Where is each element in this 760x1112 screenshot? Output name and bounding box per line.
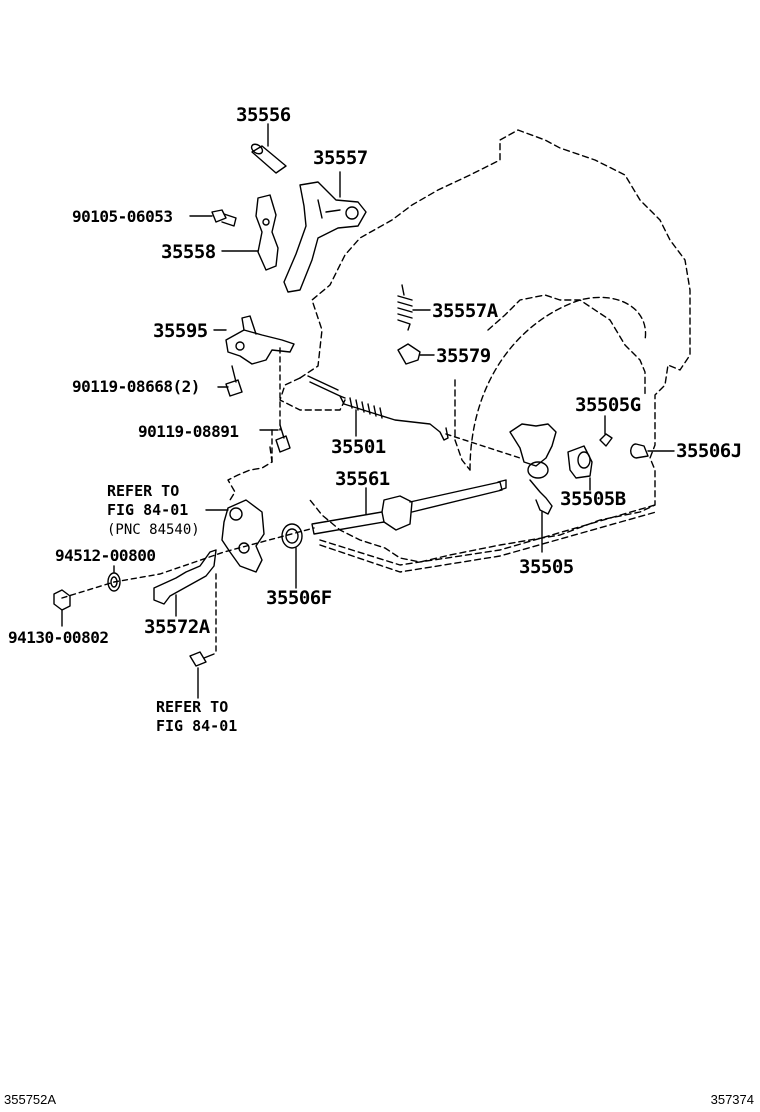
bolt-switch-mount [189,651,215,667]
seal-35506F [281,523,303,549]
alignment-line-shaft [61,527,315,599]
alignment-line-rod [445,433,521,459]
label-35558: 35558 [161,241,216,263]
nut-94130-00802 [53,589,71,611]
case-flange-mid [279,377,346,411]
label-35557: 35557 [313,147,368,169]
case-inner-contour [487,294,646,396]
key-35505G [599,433,613,447]
lever-35572A [153,549,217,605]
bolt-90119-08668 [225,365,243,397]
footer-right-code: 357374 [710,1092,754,1107]
bolt-90119-08891 [275,424,291,453]
pin-35556 [250,143,287,174]
refer-note-1-line1: REFER TO [107,482,180,500]
label-35506J: 35506J [676,440,742,462]
footer-left-code: 355752A [4,1092,57,1107]
refer-note-2-line2: FIG 84-01 [156,717,238,735]
refer-note-1-line3: (PNC 84540) [107,522,200,538]
label-35501: 35501 [331,436,386,458]
bolt-90105-06053 [211,209,237,227]
refer-note-2-line1: REFER TO [156,698,229,716]
plate-35558 [255,194,279,271]
label-94130-00802: 94130-00802 [8,628,109,647]
bell-housing-outline [469,296,647,471]
label-35506F: 35506F [266,587,332,609]
label-35561: 35561 [335,468,390,490]
label-90105-06053: 90105-06053 [72,207,173,226]
transmission-case-outline [299,129,691,563]
label-35556: 35556 [236,104,291,126]
label-35505G: 35505G [575,394,641,416]
clip-35506J [630,443,649,459]
neutral-start-switch [221,499,265,573]
pin-35579 [397,343,435,365]
label-35557A: 35557A [432,300,498,322]
case-bottom-edge [319,504,657,573]
bracket-35595 [225,315,295,365]
shaft-35561 [311,479,507,535]
case-flange-left [227,446,273,501]
label-35579: 35579 [436,345,491,367]
label-90119-08891: 90119-08891 [138,422,239,441]
label-94512-00800: 94512-00800 [55,546,156,565]
label-35595: 35595 [153,320,208,342]
valve-lever-35505 [509,423,557,515]
rod-35501 [307,375,449,441]
label-35572A: 35572A [144,616,210,638]
bushing-35505B [567,445,593,479]
label-35505B: 35505B [560,488,626,510]
label-90119-08668: 90119-08668(2) [72,377,200,396]
label-35505: 35505 [519,556,574,578]
spring-35557A [397,284,413,331]
case-step [454,379,471,471]
detent-lever-35557 [283,181,367,293]
refer-note-1-line2: FIG 84-01 [107,501,189,519]
